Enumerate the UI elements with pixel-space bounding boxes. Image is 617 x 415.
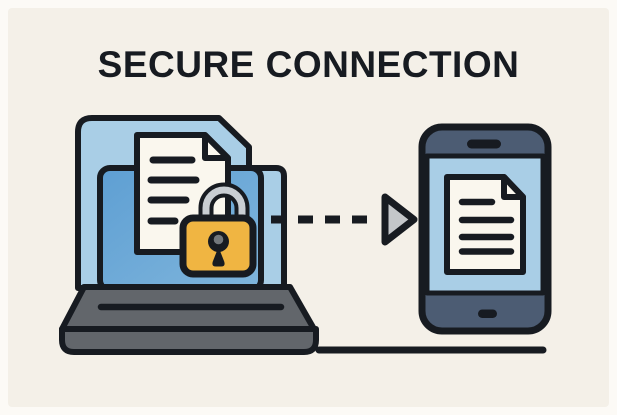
smartphone-icon bbox=[418, 123, 552, 335]
keyhole-highlight bbox=[213, 234, 224, 245]
keyhole-stem bbox=[212, 247, 225, 267]
laptop-base bbox=[59, 326, 319, 355]
phone-document-text-lines bbox=[458, 198, 515, 255]
phone-speaker bbox=[467, 139, 501, 149]
phone-home-button bbox=[478, 309, 497, 318]
dashed-arrow-icon bbox=[271, 193, 418, 246]
document-on-phone-icon bbox=[444, 174, 526, 275]
document-text-lines bbox=[147, 156, 200, 225]
phone-document-fold-corner bbox=[501, 174, 526, 200]
laptop-icon bbox=[59, 115, 319, 355]
arrow-head bbox=[381, 193, 418, 246]
page-title: SECURE CONNECTION bbox=[97, 44, 520, 85]
document-fold-corner bbox=[202, 132, 231, 161]
padlock-icon bbox=[179, 182, 257, 278]
padlock-shackle bbox=[202, 186, 246, 228]
